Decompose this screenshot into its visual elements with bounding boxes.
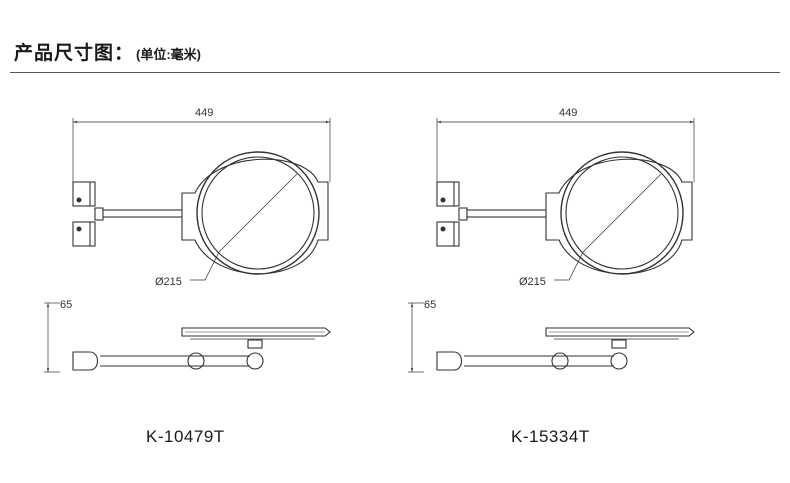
width-dimension-label: 449 (559, 107, 577, 119)
page-header: 产品尺寸图： (单位:毫米) (14, 38, 201, 65)
width-dimension-label: 449 (195, 107, 213, 119)
mirror-arm (466, 209, 548, 218)
mirror-frame (545, 151, 693, 275)
width-dimension: 449 (72, 107, 331, 182)
header-divider (10, 72, 780, 73)
mirror-arm (102, 209, 184, 218)
height-dimension-label: 65 (424, 299, 436, 311)
side-view: 65 (44, 299, 331, 373)
width-dimension: 449 (436, 107, 695, 182)
wall-mount (436, 181, 468, 247)
drawing-k10479t: 449 Ø215 (44, 107, 331, 373)
height-dimension-label: 65 (60, 299, 72, 311)
model-label-k15334t: K-15334T (511, 427, 590, 446)
diameter-dimension-label: Ø215 (155, 276, 182, 288)
diameter-dimension: Ø215 (519, 251, 584, 288)
drawing-k15334t: 449 Ø215 65 (408, 107, 695, 373)
page-title: 产品尺寸图： (14, 43, 135, 64)
diameter-dimension: Ø215 (155, 251, 220, 288)
unit-note: (单位:毫米) (136, 47, 202, 62)
mirror-frame (181, 151, 329, 275)
wall-mount (72, 181, 104, 247)
side-view: 65 (408, 299, 695, 373)
model-label-k10479t: K-10479T (146, 427, 225, 446)
diameter-dimension-label: Ø215 (519, 276, 546, 288)
